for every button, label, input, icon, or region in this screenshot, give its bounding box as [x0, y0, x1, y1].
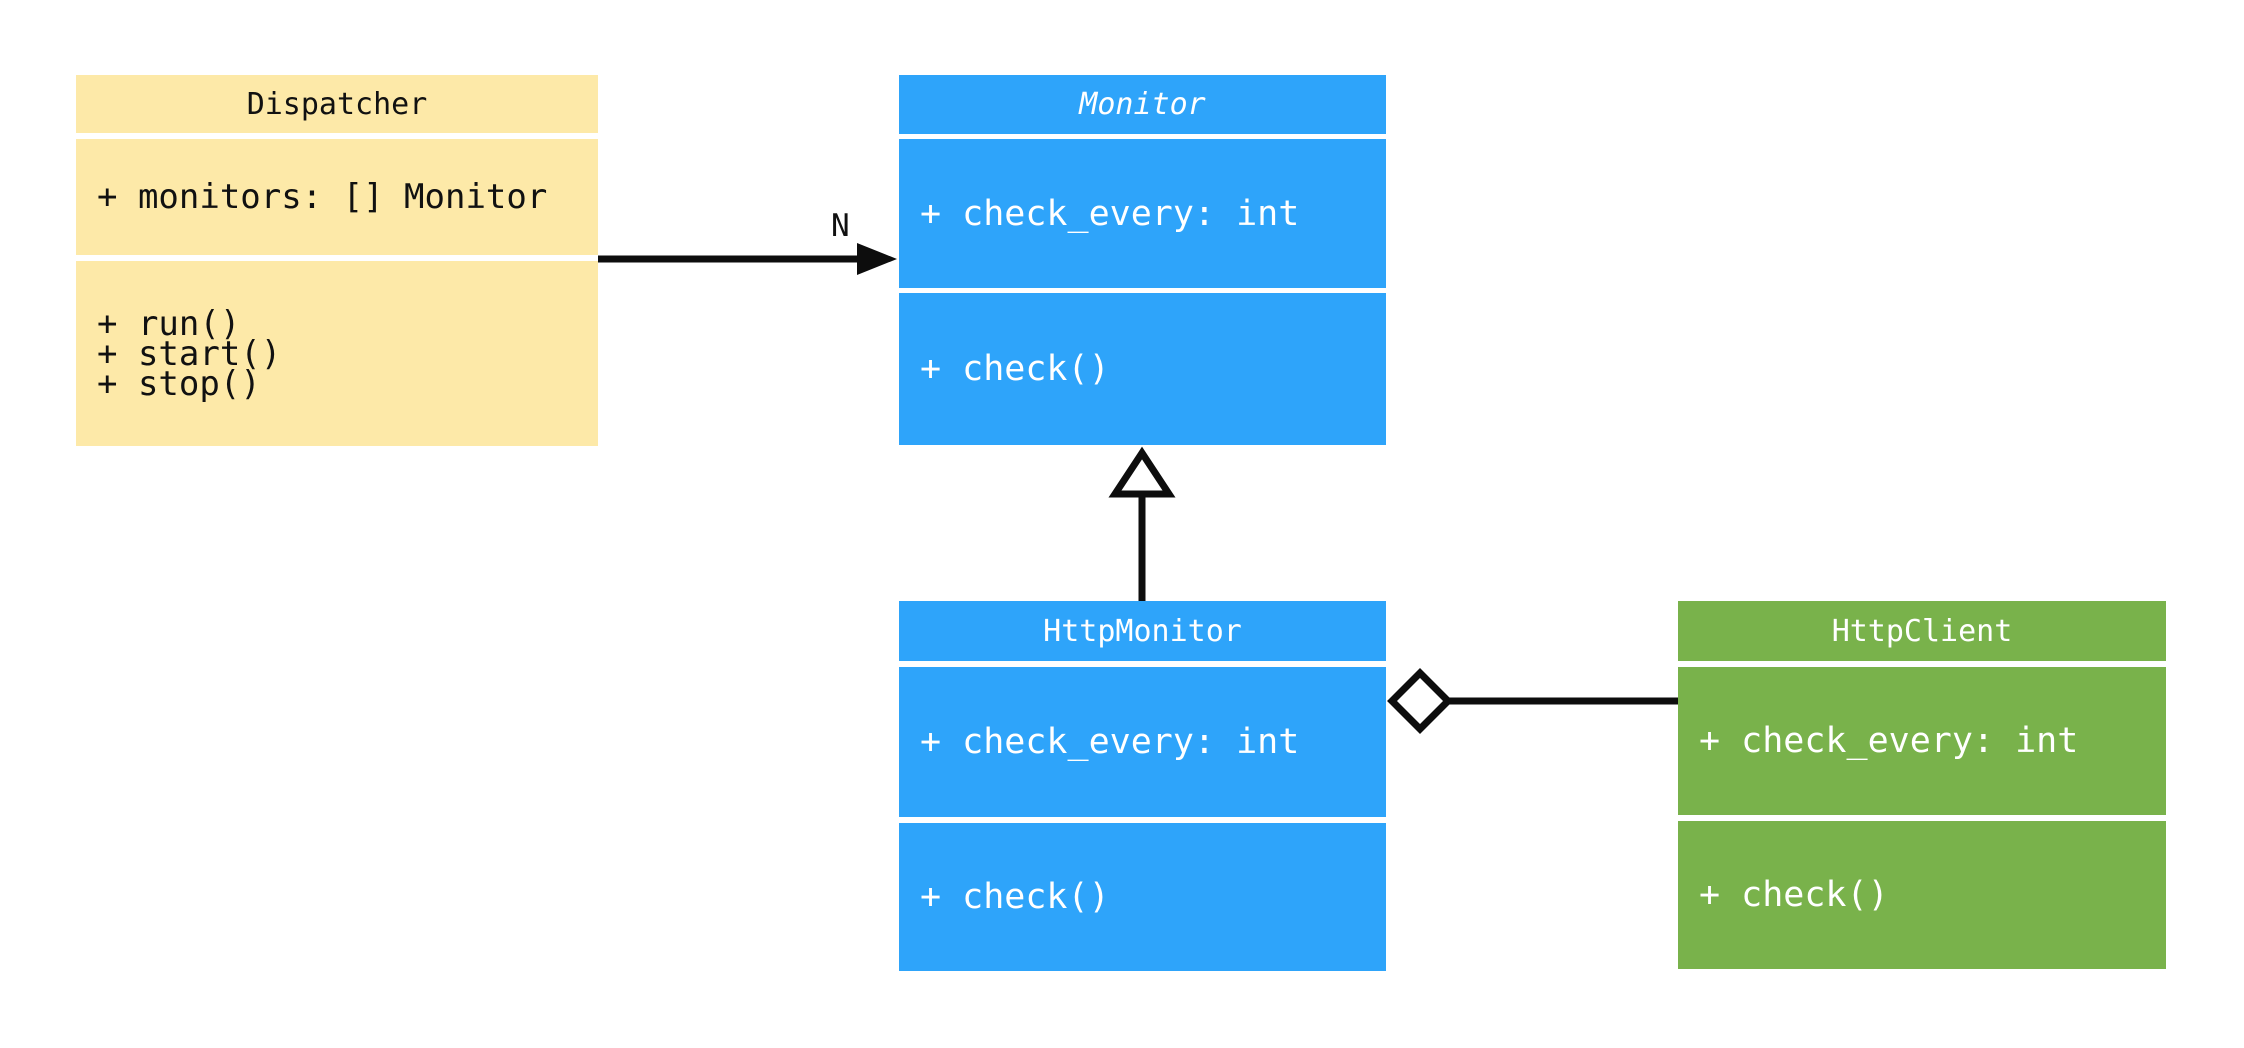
class-httpclient: HttpClient + check_every: int + check() — [1678, 601, 2166, 969]
class-monitor: Monitor + check_every: int + check() — [899, 75, 1386, 445]
class-httpmonitor: HttpMonitor + check_every: int + check() — [899, 601, 1386, 971]
class-httpmonitor-title: HttpMonitor — [899, 601, 1386, 661]
class-dispatcher: Dispatcher + monitors: [] Monitor + run(… — [76, 75, 598, 446]
class-dispatcher-methods: + run() + start() + stop() — [76, 261, 598, 446]
class-monitor-attribute: + check_every: int — [899, 139, 1386, 288]
class-monitor-title: Monitor — [899, 75, 1386, 134]
association-multiplicity-label: N — [831, 208, 850, 244]
class-monitor-method: + check() — [899, 293, 1386, 445]
class-httpclient-attribute: + check_every: int — [1678, 667, 2166, 815]
class-dispatcher-method: + start() — [97, 333, 282, 374]
class-dispatcher-method: + run() — [97, 303, 241, 344]
association-arrow-dispatcher-monitor — [598, 243, 897, 275]
class-dispatcher-attribute: + monitors: [] Monitor — [76, 139, 598, 255]
class-dispatcher-title: Dispatcher — [76, 75, 598, 133]
class-httpmonitor-attribute: + check_every: int — [899, 667, 1386, 817]
class-dispatcher-method: + stop() — [97, 363, 261, 404]
inheritance-arrow-httpmonitor-monitor — [1108, 446, 1176, 601]
aggregation-connector-httpmonitor-httpclient — [1387, 668, 1678, 734]
class-httpclient-title: HttpClient — [1678, 601, 2166, 661]
class-httpclient-method: + check() — [1678, 821, 2166, 969]
class-httpmonitor-method: + check() — [899, 823, 1386, 971]
